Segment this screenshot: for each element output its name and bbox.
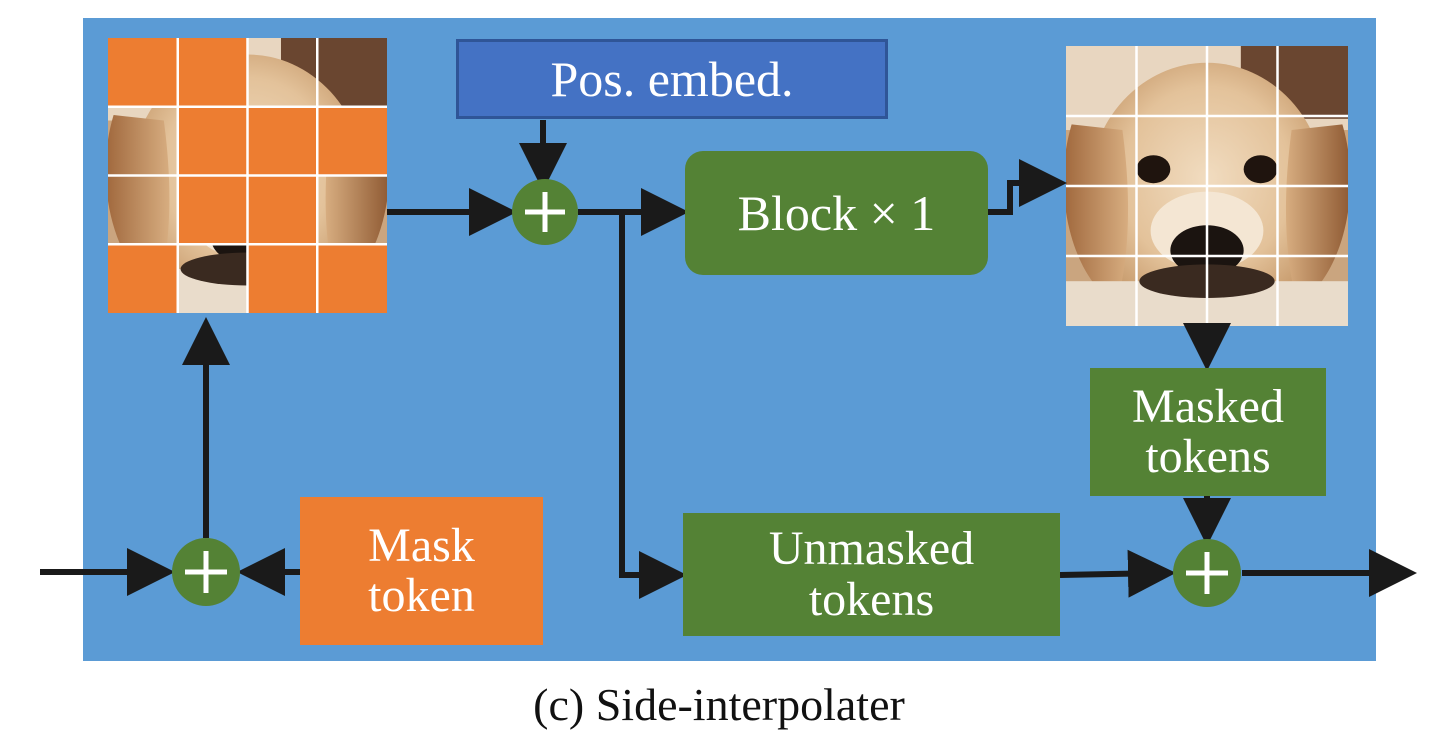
arrow-plus-to-unmasked bbox=[619, 212, 687, 599]
plus-icon bbox=[185, 551, 227, 593]
pos-embed-label: Pos. embed. bbox=[550, 50, 794, 107]
mask-token-box: Mask token bbox=[300, 497, 543, 645]
masked-input-image bbox=[108, 38, 387, 313]
masked-patch bbox=[177, 106, 248, 176]
block-label: Block × 1 bbox=[737, 184, 936, 241]
masked-patch bbox=[247, 244, 318, 313]
masked-tokens-label-line1: Masked bbox=[1132, 379, 1284, 433]
pos-embed-box: Pos. embed. bbox=[456, 39, 888, 119]
block-box: Block × 1 bbox=[685, 151, 988, 275]
plus-node-pos-embed bbox=[512, 179, 578, 245]
masked-patch bbox=[108, 38, 178, 107]
masked-patch bbox=[177, 38, 248, 107]
masked-patch bbox=[317, 244, 387, 313]
masked-patch bbox=[247, 106, 318, 176]
arrow-block-to-output bbox=[988, 159, 1067, 215]
plus-icon bbox=[525, 192, 565, 232]
mask-token-label-line2: token bbox=[368, 569, 475, 622]
masked-tokens-label-line2: tokens bbox=[1145, 430, 1271, 483]
mask-token-label-line1: Mask bbox=[368, 518, 475, 572]
plus-node-mask-token bbox=[172, 538, 240, 606]
unmasked-tokens-box: Unmasked tokens bbox=[683, 513, 1060, 636]
reconstructed-output-image bbox=[1066, 46, 1348, 326]
arrow-unmasked-to-plus bbox=[1059, 549, 1176, 598]
masked-tokens-box: Masked tokens bbox=[1090, 368, 1326, 496]
plus-icon bbox=[1186, 552, 1228, 594]
masked-patch bbox=[177, 175, 248, 245]
masked-patch bbox=[247, 175, 318, 245]
masked-patch bbox=[317, 106, 387, 176]
figure-caption: (c) Side-interpolater bbox=[533, 679, 905, 730]
plus-node-output bbox=[1173, 539, 1241, 607]
masked-patch bbox=[108, 244, 178, 313]
unmasked-tokens-label-line1: Unmasked bbox=[768, 522, 975, 576]
unmasked-tokens-label-line2: tokens bbox=[808, 572, 935, 626]
